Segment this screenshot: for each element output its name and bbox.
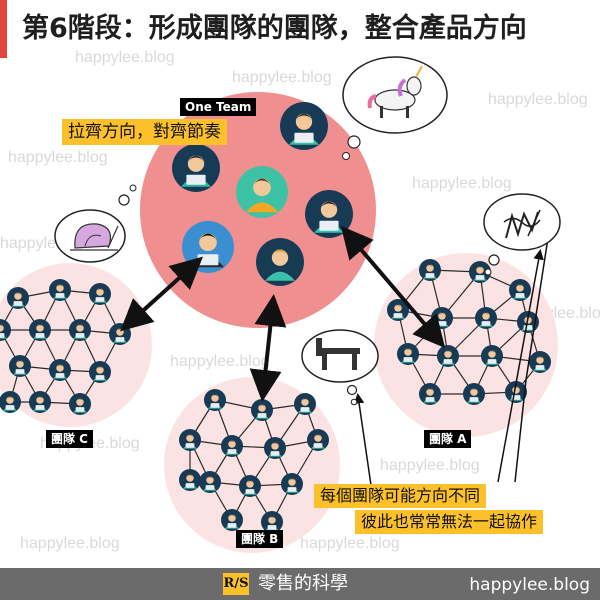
footer-bar — [0, 568, 600, 600]
watermark-text: happylee.blog — [8, 149, 108, 166]
one-team-label: One Team — [180, 98, 257, 116]
team-a-circle — [374, 253, 558, 437]
team-c-network — [0, 279, 131, 415]
person-avatar-icon — [251, 399, 273, 421]
double-arrow-c — [120, 256, 203, 332]
person-avatar-icon — [239, 475, 261, 497]
person-avatar-icon — [419, 259, 441, 281]
team-b-label: 團隊 B — [236, 530, 284, 548]
person-avatar-icon — [172, 144, 220, 192]
pointer-line — [353, 393, 373, 493]
watermark-text: happylee.blog — [380, 457, 480, 474]
person-avatar-icon — [280, 102, 328, 150]
person-avatar-icon — [49, 279, 71, 301]
person-avatar-icon — [0, 319, 11, 341]
person-avatar-icon — [179, 469, 201, 491]
person-avatar-icon — [199, 471, 221, 493]
person-avatar-icon — [431, 307, 453, 329]
person-avatar-icon — [221, 435, 243, 457]
person-avatar-icon — [221, 509, 243, 531]
footer-brand: 零售的科學 — [258, 573, 348, 594]
double-arrow-a — [340, 225, 446, 349]
one-team-caption: 拉齊方向，對齊節奏 — [62, 119, 227, 145]
pointer-line — [497, 249, 544, 483]
person-avatar-icon — [69, 393, 91, 415]
thought-bubble-scribble — [483, 193, 561, 276]
pointer-line — [514, 237, 549, 483]
footer-logo: R/S — [223, 573, 249, 595]
person-avatar-icon — [475, 307, 497, 329]
title-bar: 第6階段：形成團隊的團隊，整合產品方向 — [0, 0, 600, 58]
thought-bubble-snail — [54, 184, 137, 263]
person-avatar-icon — [7, 287, 29, 309]
person-avatar-icon — [509, 279, 531, 301]
unicorn-icon — [367, 65, 423, 118]
team-b-network — [179, 389, 329, 533]
person-avatar-icon — [419, 383, 441, 405]
person-avatar-icon — [469, 261, 491, 283]
watermark-text: happylee.blog — [170, 353, 270, 370]
person-avatar-icon — [437, 345, 459, 367]
diagram-canvas: happylee.blog happylee.blog happylee.blo… — [0, 49, 600, 553]
thought-bubble-unicorn — [342, 56, 448, 160]
person-avatar-icon — [29, 391, 51, 413]
double-arrow-b — [249, 294, 287, 402]
note-line-2: 彼此也常常無法一起協作 — [355, 510, 544, 534]
team-a-label: 團隊 A — [424, 430, 472, 448]
scribble-icon — [503, 209, 541, 239]
team-c-circle — [0, 263, 152, 427]
person-avatar-icon — [256, 238, 304, 286]
person-avatar-icon — [49, 359, 71, 381]
watermark-text: happylee.blog — [232, 69, 332, 86]
person-avatar-icon — [236, 166, 288, 218]
watermark-text: happylee.blog — [412, 175, 512, 192]
person-avatar-icon — [9, 355, 31, 377]
watermark-text: happylee.blog — [75, 49, 175, 66]
person-avatar-icon — [69, 319, 91, 341]
team-b-circle — [164, 377, 340, 553]
page-title: 第6階段：形成團隊的團隊，整合產品方向 — [22, 13, 527, 44]
person-avatar-icon — [529, 351, 551, 373]
team-c-label: 團隊 C — [46, 430, 93, 448]
person-avatar-icon — [281, 473, 303, 495]
person-avatar-icon — [29, 319, 51, 341]
snail-icon — [70, 223, 119, 251]
person-avatar-icon — [89, 283, 111, 305]
note-line-1: 每個團隊可能方向不同 — [314, 484, 487, 508]
footer-site: happylee.blog — [469, 575, 590, 595]
person-avatar-icon — [261, 511, 283, 533]
bench-icon — [316, 338, 360, 370]
watermark-text: happylee.blog — [300, 535, 400, 552]
person-avatar-icon — [0, 391, 21, 413]
person-avatar-icon — [179, 429, 201, 451]
watermark-text: happylee.blog — [488, 91, 588, 108]
person-avatar-icon — [305, 190, 353, 238]
person-avatar-icon — [294, 393, 316, 415]
one-team-members — [172, 102, 353, 286]
person-avatar-icon — [89, 361, 111, 383]
person-avatar-icon — [397, 343, 419, 365]
person-avatar-icon — [264, 437, 286, 459]
person-avatar-icon — [481, 345, 503, 367]
person-avatar-icon — [463, 383, 485, 405]
title-accent-bar — [0, 0, 7, 58]
person-avatar-icon — [307, 429, 329, 451]
thought-bubble-bench — [301, 329, 379, 406]
person-avatar-icon — [517, 311, 539, 333]
watermark-text: happylee.blog — [20, 535, 120, 552]
person-avatar-icon — [204, 389, 226, 411]
person-avatar-icon — [182, 221, 234, 273]
person-avatar-icon — [505, 381, 527, 403]
